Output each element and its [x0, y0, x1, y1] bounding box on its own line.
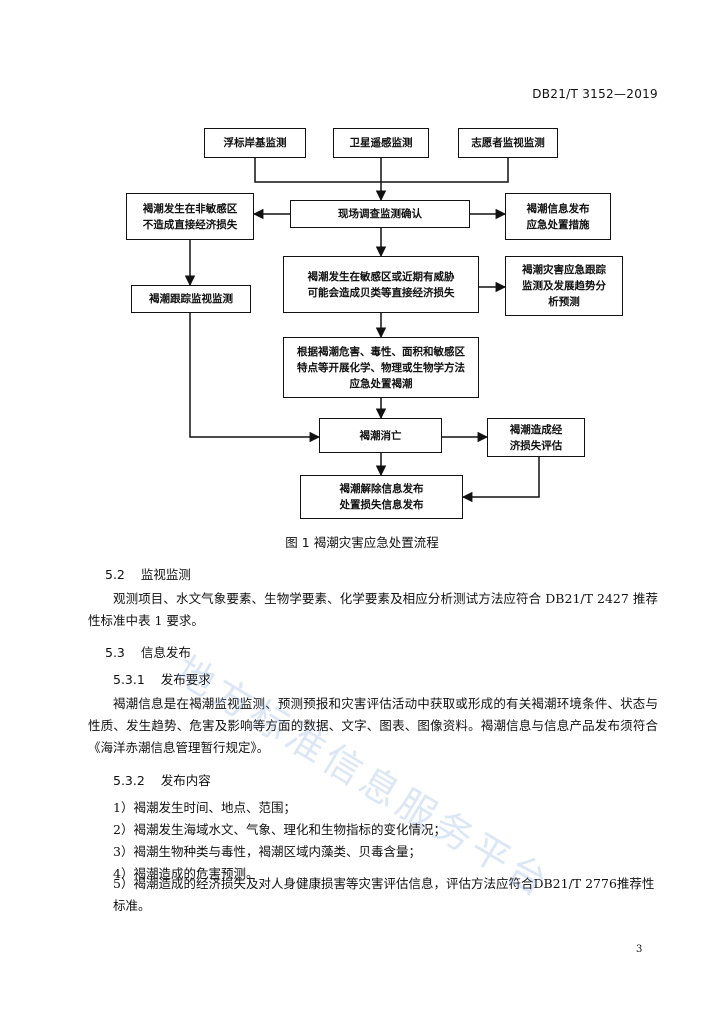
flowchart-connectors: [184, 158, 540, 503]
node-release-end: 褐潮解除信息发布 处置损失信息发布: [300, 475, 463, 519]
section-title: 发布内容: [160, 773, 211, 788]
section-number: 5.3.1: [113, 672, 145, 687]
node-tracking-monitoring: 褐潮跟踪监视监测: [131, 285, 251, 313]
document-code-header: DB21/T 3152—2019: [532, 87, 658, 101]
figure-caption: 图 1 褐潮灾害应急处置流程: [285, 535, 439, 550]
section-5-3-1-paragraph: 褐潮信息是在褐潮监视监测、预测预报和灾害评估活动中获取或形成的有关褐潮环境条件、…: [88, 696, 658, 755]
section-title: 信息发布: [140, 645, 191, 660]
section-5-2-heading: 5.2 监视监测: [105, 564, 191, 583]
page-number: 3: [636, 944, 643, 955]
node-nonsensitive-area: 褐潮发生在非敏感区 不造成直接经济损失: [126, 193, 254, 240]
connector-buoy: [254, 158, 381, 183]
section-title: 监视监测: [140, 567, 191, 582]
node-buoy-monitoring: 浮标岸基监测: [204, 128, 306, 158]
node-info-release: 褐潮信息发布 应急处置措施: [505, 193, 611, 240]
connector-tracking-dissipate: [189, 313, 321, 443]
section-number: 5.3.2: [113, 773, 145, 788]
node-emergency-disposal: 根据褐潮危害、毒性、面积和敏感区 特点等开展化学、物理或生物学方法 应急处置褐潮: [283, 337, 479, 398]
connector-volunteer: [381, 158, 509, 183]
section-5-3-1-heading: 5.3.1 发布要求: [113, 669, 211, 688]
node-volunteer-monitoring: 志愿者监视监测: [458, 128, 558, 158]
section-number: 5.2: [105, 567, 125, 582]
list-item: 1）褐潮发生时间、地点、范围；: [113, 800, 296, 815]
section-5-3-2-heading: 5.3.2 发布内容: [113, 770, 211, 789]
section-5-3-heading: 5.3 信息发布: [105, 642, 191, 661]
node-onsite-survey: 现场调查监测确认: [290, 200, 470, 228]
list-item: 3）褐潮生物种类与毒性，褐潮区域内藻类、贝毒含量；: [113, 844, 421, 859]
connector-loss-release: [461, 457, 540, 503]
node-sensitive-area: 褐潮发生在敏感区或近期有威胁 可能会造成贝类等直接经济损失: [283, 256, 479, 313]
section-number: 5.3: [105, 645, 125, 660]
list-item: 4）褐潮造成的危害预测。: [113, 866, 259, 881]
section-5-2-paragraph: 观测项目、水文气象要素、生物学要素、化学要素及相应分析测试方法应符合 DB21/…: [88, 591, 658, 628]
node-dissipation: 褐潮消亡: [319, 418, 442, 453]
list-item: 5）褐潮造成的经济损失及对人身健康损害等灾害评估信息，评估方法应符合DB21/T…: [113, 876, 655, 913]
list-item: 2）褐潮发生海域水文、气象、理化和生物指标的变化情况；: [113, 822, 446, 837]
section-title: 发布要求: [160, 672, 211, 687]
node-satellite-monitoring: 卫星遥感监测: [333, 128, 429, 158]
node-loss-evaluation: 褐潮造成经 济损失评估: [487, 418, 585, 457]
node-tracking-forecast: 褐潮灾害应急跟踪 监测及发展趋势分 析预测: [505, 256, 623, 316]
